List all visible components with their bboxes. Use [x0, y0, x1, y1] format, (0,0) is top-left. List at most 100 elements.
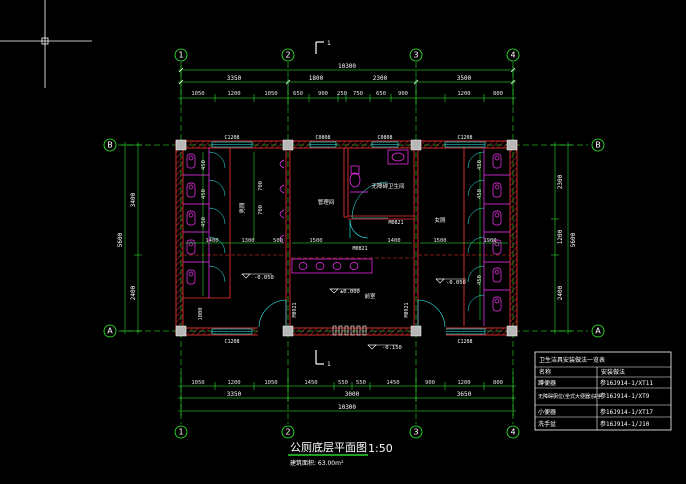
dim-left-part1: 3400 — [130, 192, 137, 207]
axis-bubble-row-a-right: A — [591, 324, 605, 338]
interior-dim-6: 1900 — [483, 238, 496, 244]
men-stall-partitions — [183, 148, 210, 298]
axis-bubble-col-3-bottom: 3 — [409, 425, 423, 439]
interior-dim-7: 1000 — [198, 307, 204, 320]
axis-bubble-row-a-left: A — [103, 324, 117, 338]
entrance-steps — [332, 325, 367, 336]
interior-dim-0: 1300 — [241, 238, 254, 244]
dim-top-r1-1: 1800 — [309, 75, 324, 82]
axis-bubble-col-2-bottom: 2 — [281, 425, 295, 439]
dim-top-r2-1: 1200 — [227, 91, 240, 97]
dim-left-part2: 2400 — [130, 285, 137, 300]
dim-top-r2-3: 650 — [293, 91, 303, 97]
dim-top-r2-4: 900 — [318, 91, 328, 97]
svg-text:4: 4 — [510, 428, 515, 437]
window-label-top-1: C1208 — [224, 135, 239, 141]
dim-top-r2-7: 650 — [376, 91, 386, 97]
section-cut-marks — [315, 41, 324, 365]
interior-dim-12: 450 — [201, 217, 207, 227]
interior-dim-8: 700 — [258, 181, 264, 191]
dim-right-part2: 1200 — [557, 229, 564, 244]
door-label-1: M0921 — [292, 302, 298, 317]
dim-top-r1-2: 2300 — [373, 75, 388, 82]
svg-text:2: 2 — [285, 428, 290, 437]
dim-left-total: 5600 — [117, 232, 124, 247]
dim-bot-r1-5: 550 — [356, 380, 366, 386]
dim-bot-r1-7: 900 — [425, 380, 435, 386]
interior-dim-15: 450 — [477, 275, 483, 285]
svg-text:3: 3 — [413, 428, 418, 437]
dim-right-part3: 2400 — [557, 285, 564, 300]
interior-dim-10: 450 — [201, 160, 207, 170]
window-label-bottom-1: C1208 — [224, 339, 239, 345]
axis-bubble-col-4: 4 — [506, 48, 520, 62]
red-dashed-lines — [183, 254, 510, 259]
dim-top-r1-3: 3500 — [457, 75, 472, 82]
dim-top-r1-0: 3350 — [227, 75, 242, 82]
svg-text:B: B — [107, 141, 113, 150]
level-lobby: ±0.000 — [340, 289, 360, 295]
door-label-3: M0821 — [388, 220, 403, 226]
structural-columns — [175, 139, 518, 337]
building-area: 建筑面积: 63.00m² — [290, 459, 344, 467]
interior-dim-4: 1500 — [433, 238, 446, 244]
dim-bot-r1-6: 1450 — [386, 380, 399, 386]
wash-basin-counter — [291, 258, 373, 274]
svg-text:4: 4 — [510, 51, 515, 60]
level-women: -0.050 — [446, 280, 466, 286]
axis-bubble-row-b-left: B — [103, 138, 117, 152]
svg-text:A: A — [107, 327, 113, 336]
men-stall-doors — [208, 151, 226, 283]
dim-bot-r1-0: 1050 — [191, 380, 204, 386]
exterior-walls — [175, 140, 518, 336]
window-label-top-4: C1208 — [457, 135, 472, 141]
legend-table — [534, 351, 672, 431]
svg-text:A: A — [595, 327, 601, 336]
legend-header-name: 名称 — [539, 368, 551, 376]
interior-dim-3: 1400 — [387, 238, 400, 244]
level-marks — [241, 273, 466, 350]
axis-bubble-row-b-right: B — [591, 138, 605, 152]
interior-dim-5: 1400 — [205, 238, 218, 244]
axis-bubble-col-4-bottom: 4 — [506, 425, 520, 439]
legend-row-0-method: 参16J914-1/XT11 — [600, 379, 653, 387]
accessible-toilet-fixtures — [349, 149, 409, 193]
dim-top-r2-6: 750 — [353, 91, 363, 97]
dim-bot-r1-1: 1200 — [227, 380, 240, 386]
dim-bot-r1-4: 550 — [338, 380, 348, 386]
dim-top-total: 10300 — [338, 63, 356, 70]
dim-bot-r1-8: 1200 — [457, 380, 470, 386]
axis-bubble-col-2: 2 — [281, 48, 295, 62]
women-squat-toilets — [492, 153, 502, 312]
dim-bot-r1-2: 1050 — [264, 380, 277, 386]
section-mark-top: 1 — [327, 40, 331, 47]
room-label-men: 男厕 — [239, 202, 246, 214]
interior-dim-13: 450 — [477, 160, 483, 170]
room-label-accessible: 无障碍卫生间 — [371, 182, 404, 190]
room-label-management: 管理间 — [318, 198, 335, 206]
window-label-bottom-2: C1208 — [457, 339, 472, 345]
window-label-top-3: C0808 — [377, 135, 392, 141]
dim-bot-r1-3: 1450 — [304, 380, 317, 386]
dim-top-r2-10: 800 — [493, 91, 503, 97]
svg-text:3: 3 — [413, 51, 418, 60]
dim-top-r2-9: 1200 — [457, 91, 470, 97]
dim-top-r2-2: 1050 — [264, 91, 277, 97]
interior-dim-1: 500 — [273, 238, 283, 244]
level-men: -0.050 — [254, 275, 274, 281]
dim-bot-r2-2: 3650 — [457, 391, 472, 398]
drawing-scale: 1:50 — [368, 442, 393, 455]
dim-lines-bottom — [178, 372, 516, 416]
room-label-women: 女厕 — [434, 216, 446, 224]
legend-row-0-name: 蹲便器 — [538, 379, 556, 387]
svg-text:1: 1 — [178, 428, 183, 437]
interior-dim-lines — [185, 152, 508, 320]
dim-top-r2-0: 1050 — [191, 91, 204, 97]
dim-lines-top — [178, 66, 516, 106]
urinals — [279, 159, 285, 244]
legend-row-1-method: 参16J914-1/XT9 — [600, 392, 650, 400]
dim-top-r2-8: 900 — [398, 91, 408, 97]
legend-row-3-method: 参16J914-1/J10 — [600, 420, 650, 428]
women-stall-doors — [467, 151, 485, 312]
